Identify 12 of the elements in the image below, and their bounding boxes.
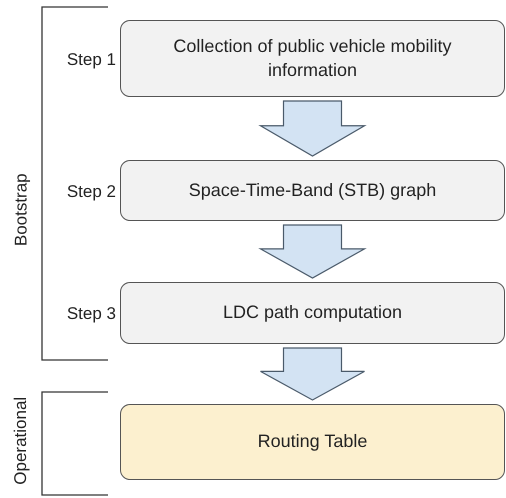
step-label: Step 3 bbox=[66, 303, 116, 325]
step-label: Step 2 bbox=[66, 180, 116, 202]
process-box: Space-Time-Band (STB) graph bbox=[120, 160, 505, 221]
block-arrow bbox=[258, 100, 367, 157]
phase-label: Bootstrap bbox=[11, 172, 31, 248]
block-arrow bbox=[260, 347, 366, 401]
step-label: Step 1 bbox=[66, 48, 116, 70]
phase-label: Operational bbox=[11, 396, 31, 487]
process-box: LDC path computation bbox=[120, 282, 505, 344]
process-box: Collection of public vehicle mobility information bbox=[120, 20, 505, 97]
block-arrow bbox=[258, 224, 367, 279]
process-box: Routing Table bbox=[120, 404, 505, 480]
